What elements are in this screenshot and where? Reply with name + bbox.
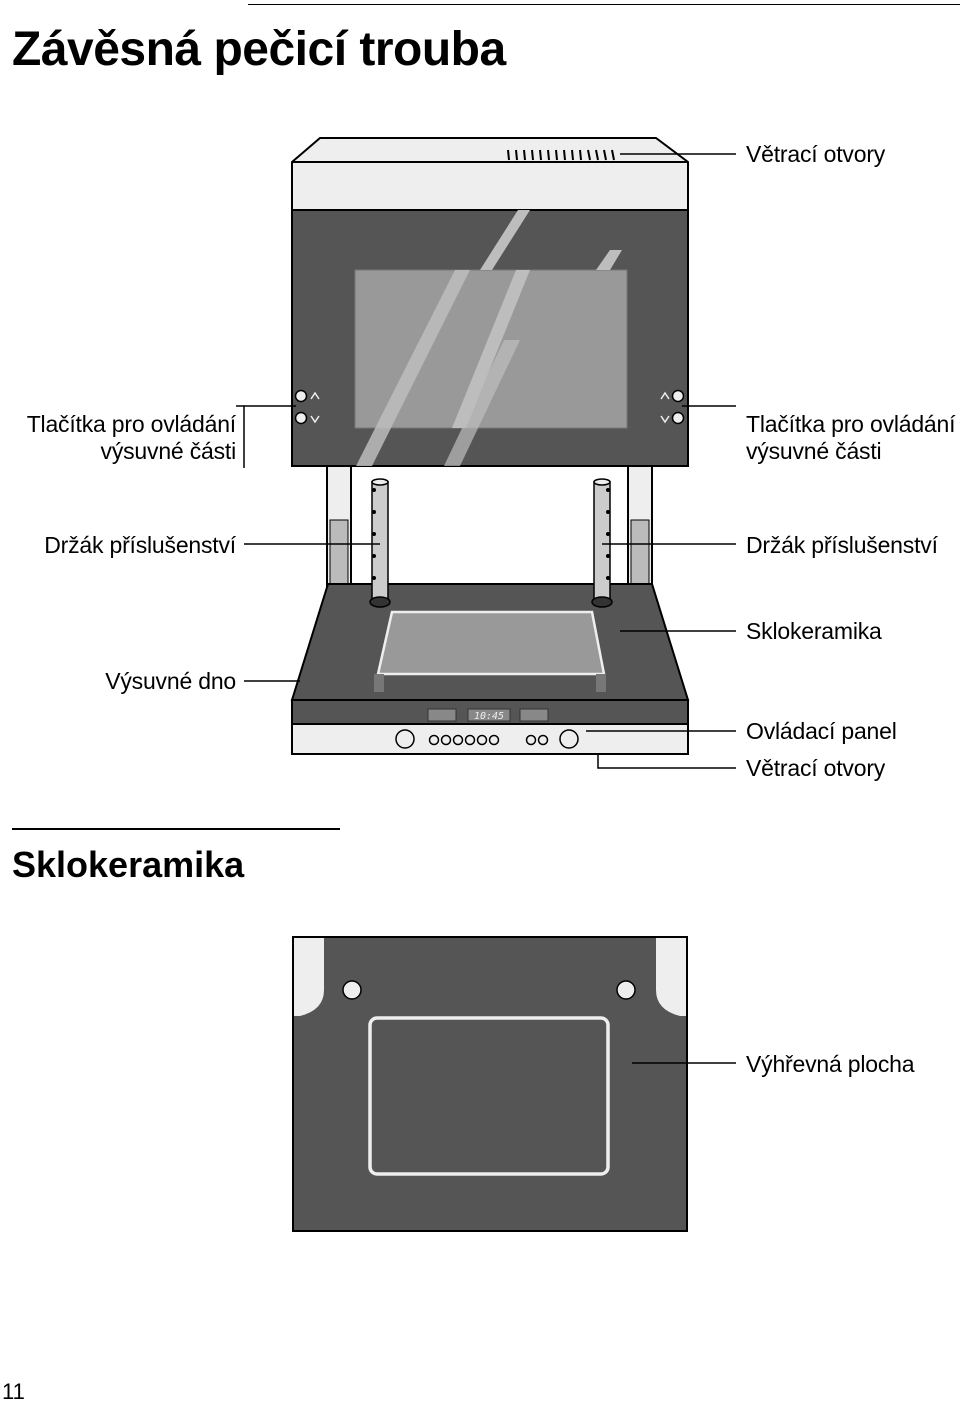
top-rule <box>248 4 960 5</box>
label-holder-left: Držák příslušenství <box>44 532 236 558</box>
top-vent-slots <box>507 149 615 161</box>
left-drawer-buttons <box>294 389 320 425</box>
label-glass-ceramic: Sklokeramika <box>746 618 882 644</box>
label-vents-top: Větrací otvory <box>746 141 886 167</box>
label-holder-right: Držák příslušenství <box>746 532 938 558</box>
oven-top-panel <box>291 137 689 211</box>
label-buttons-left-2: výsuvné části <box>100 438 237 464</box>
label-buttons-right-2: výsuvné části <box>746 438 882 464</box>
label-drawer-bottom: Výsuvné dno <box>105 668 236 694</box>
right-drawer-buttons <box>660 389 685 425</box>
leader-lines <box>236 153 736 769</box>
label-buttons-left-1: Tlačítka pro ovládání <box>26 411 237 437</box>
label-vents-bottom: Větrací otvory <box>746 755 886 781</box>
hob-corner-right <box>656 938 686 1016</box>
clock-display <box>467 708 511 722</box>
control-knobs <box>395 729 579 749</box>
hob-plate <box>292 936 688 1232</box>
label-control-panel: Ovládací panel <box>746 718 897 744</box>
clock-time: 10:45 <box>474 711 504 722</box>
left-accessory-holder <box>369 478 391 608</box>
section-title: Sklokeramika <box>12 844 245 885</box>
heating-zone-hob <box>368 1016 610 1176</box>
label-buttons-right-1: Tlačítka pro ovládání <box>746 411 956 437</box>
label-heating-zone: Výhřevná plocha <box>746 1051 915 1077</box>
oven-illustration: 10:45 <box>236 137 736 769</box>
hob-corner-left <box>294 938 324 1016</box>
page-number: 11 <box>2 1379 25 1404</box>
right-accessory-holder <box>591 478 613 608</box>
section-rule <box>12 828 340 830</box>
heating-zone-oven <box>376 610 606 676</box>
page-title: Závěsná pečicí trouba <box>12 23 506 76</box>
